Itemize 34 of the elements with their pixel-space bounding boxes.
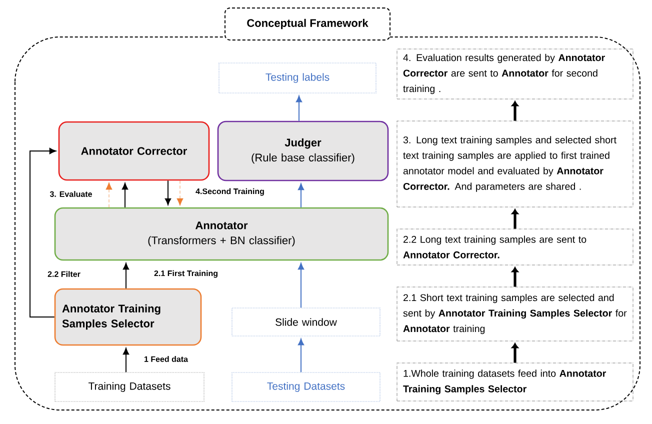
process-box: Judger (Rule base classifier) [217, 120, 389, 182]
arrow [106, 182, 112, 208]
process-box: Annotator Training Samples Selector [54, 288, 202, 346]
arrow [512, 267, 518, 287]
edge-label: 4.Second Training [194, 187, 266, 197]
arrow [298, 262, 304, 308]
arrow [122, 182, 128, 208]
note-box: 2.1 Short text training samples are selected and sent by Annotator Training Samples Selector for Annotator training [396, 286, 634, 342]
arrow [30, 148, 56, 318]
title-box: Conceptual Framework [224, 8, 390, 40]
note-box: 1.Whole training datasets feed into Annotator Training Samples Selector [396, 362, 634, 402]
edge-label: 2.1 First Training [153, 269, 220, 279]
note-box: 4. Evaluation results generated by Annotator Corrector are sent to Annotator for second training . [396, 48, 634, 100]
arrow [176, 180, 184, 206]
arrow [164, 180, 172, 206]
process-box: Annotator Corrector [58, 121, 210, 181]
arrow [512, 343, 518, 363]
output-box: Testing labels [218, 62, 376, 94]
arrow [122, 348, 130, 373]
input-box: Training Datasets [54, 372, 204, 402]
edge-label: 2.2 Filter [46, 270, 82, 278]
arrow [298, 338, 304, 373]
note-box: 2.2 Long text training samples are sent to Annotator Corrector. [396, 228, 634, 266]
edge-label: 1 Feed data [143, 355, 190, 363]
note-box: 3. Long text training samples and selected short text training samples are applied to first trained annotator model and evaluated by Annotator Corrector. And parameters are shared . [396, 120, 634, 208]
input-box: Testing Datasets [232, 372, 380, 402]
arrow [122, 262, 130, 289]
process-box: Annotator (Transformers + BN classifier) [54, 207, 389, 261]
arrow [296, 96, 302, 122]
arrow [512, 209, 518, 229]
arrow [298, 183, 304, 208]
edge-label: 3. Evaluate [48, 190, 94, 198]
arrow [512, 101, 518, 121]
input-box: Slide window [232, 308, 380, 336]
